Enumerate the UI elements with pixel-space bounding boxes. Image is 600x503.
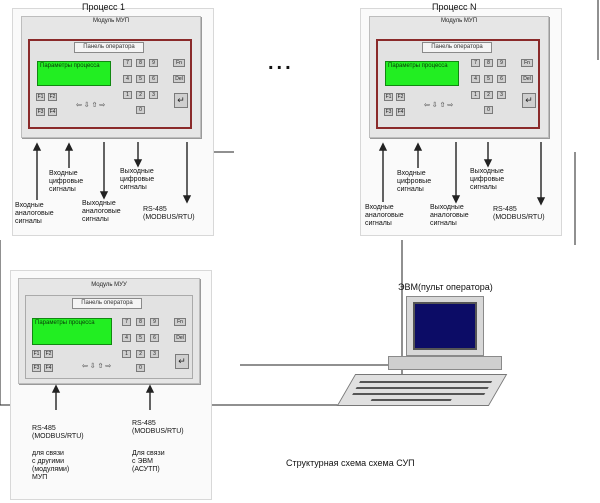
key-f2[interactable]: F2 xyxy=(396,93,405,101)
arrow-keys[interactable]: ⇦ ⇩ ⇧ ⇨ xyxy=(82,363,112,370)
key-f3[interactable]: F3 xyxy=(384,108,393,116)
p1-rs485-label: RS-485 (MODBUS/RTU) xyxy=(143,206,195,221)
key-6[interactable]: 6 xyxy=(497,75,506,83)
key-2[interactable]: 2 xyxy=(136,350,145,358)
pc-keyboard-icon xyxy=(336,374,508,406)
pc-label: ЭВМ(пульт оператора) xyxy=(398,282,493,292)
process-n-title: Процесс N xyxy=(432,2,477,12)
key-f4[interactable]: F4 xyxy=(44,364,53,372)
muy-link-right-label: Для связи с ЭВМ (АСУТП) xyxy=(132,450,165,473)
operator-panel: Панель оператора Параметры процесса 7 8 … xyxy=(376,39,540,129)
key-4[interactable]: 4 xyxy=(471,75,480,83)
key-2[interactable]: 2 xyxy=(484,91,493,99)
key-7[interactable]: 7 xyxy=(471,59,480,67)
key-0[interactable]: 0 xyxy=(136,106,145,114)
key-del[interactable]: Del xyxy=(173,75,185,83)
p1-analog-out-label: Выходные аналоговые сигналы xyxy=(82,200,121,223)
key-0[interactable]: 0 xyxy=(136,364,145,372)
key-5[interactable]: 5 xyxy=(484,75,493,83)
key-1[interactable]: 1 xyxy=(122,350,131,358)
enter-key[interactable]: ↵ xyxy=(175,354,189,369)
key-6[interactable]: 6 xyxy=(149,75,158,83)
key-6[interactable]: 6 xyxy=(150,334,159,342)
key-3[interactable]: 3 xyxy=(150,350,159,358)
pc-system-unit xyxy=(388,356,502,370)
key-8[interactable]: 8 xyxy=(484,59,493,67)
diagram-caption: Структурная схема схема СУП xyxy=(286,458,415,468)
process-parameters-screen: Параметры процесса xyxy=(385,61,459,86)
more-processes-ellipsis: ... xyxy=(268,52,294,74)
pn-digital-out-label: Выходные цифровые сигналы xyxy=(470,168,505,191)
key-f1[interactable]: F1 xyxy=(384,93,393,101)
pc-monitor xyxy=(406,296,484,356)
key-3[interactable]: 3 xyxy=(149,91,158,99)
pn-analog-in-label: Входные аналоговые сигналы xyxy=(365,204,404,227)
key-8[interactable]: 8 xyxy=(136,318,145,326)
pn-analog-out-label: Выходные аналоговые сигналы xyxy=(430,204,469,227)
process-1-mup-module: Модуль МУП Панель оператора Параметры пр… xyxy=(21,16,201,138)
key-1[interactable]: 1 xyxy=(123,91,132,99)
arrow-keys[interactable]: ⇦ ⇩ ⇧ ⇨ xyxy=(76,102,106,109)
key-3[interactable]: 3 xyxy=(497,91,506,99)
key-f3[interactable]: F3 xyxy=(36,108,45,116)
key-fn[interactable]: Fn xyxy=(174,318,186,326)
process-parameters-screen: Параметры процесса xyxy=(32,318,112,345)
key-5[interactable]: 5 xyxy=(136,334,145,342)
key-9[interactable]: 9 xyxy=(497,59,506,67)
module-label: Модуль МУП xyxy=(440,18,478,24)
key-0[interactable]: 0 xyxy=(484,106,493,114)
muy-rs485-right-label: RS-485 (MODBUS/RTU) xyxy=(132,420,184,435)
key-f3[interactable]: F3 xyxy=(32,364,41,372)
operator-panel: Панель оператора Параметры процесса 7 8 … xyxy=(25,295,193,379)
key-f1[interactable]: F1 xyxy=(36,93,45,101)
key-9[interactable]: 9 xyxy=(150,318,159,326)
pn-digital-in-label: Входные цифровые сигналы xyxy=(397,170,432,193)
key-4[interactable]: 4 xyxy=(123,75,132,83)
operator-panel: Панель оператора Параметры процесса 7 8 … xyxy=(28,39,192,129)
key-del[interactable]: Del xyxy=(521,75,533,83)
key-9[interactable]: 9 xyxy=(149,59,158,67)
muy-rs485-left-label: RS-485 (MODBUS/RTU) xyxy=(32,425,84,440)
operator-panel-button[interactable]: Панель оператора xyxy=(74,42,144,53)
key-4[interactable]: 4 xyxy=(122,334,131,342)
process-1-title: Процесс 1 xyxy=(82,2,126,12)
process-parameters-screen: Параметры процесса xyxy=(37,61,111,86)
module-label: Модуль МУП xyxy=(92,18,130,24)
key-7[interactable]: 7 xyxy=(123,59,132,67)
p1-analog-in-label: Входные аналоговые сигналы xyxy=(15,202,54,225)
arrow-keys[interactable]: ⇦ ⇩ ⇧ ⇨ xyxy=(424,102,454,109)
process-n-mup-module: Модуль МУП Панель оператора Параметры пр… xyxy=(369,16,549,138)
key-5[interactable]: 5 xyxy=(136,75,145,83)
key-1[interactable]: 1 xyxy=(471,91,480,99)
pc-screen xyxy=(413,302,477,350)
key-fn[interactable]: Fn xyxy=(521,59,533,67)
key-8[interactable]: 8 xyxy=(136,59,145,67)
p1-digital-in-label: Входные цифровые сигналы xyxy=(49,170,84,193)
operator-panel-button[interactable]: Панель оператора xyxy=(422,42,492,53)
key-f4[interactable]: F4 xyxy=(48,108,57,116)
enter-key[interactable]: ↵ xyxy=(174,93,188,108)
key-f2[interactable]: F2 xyxy=(48,93,57,101)
module-label: Модуль МУУ xyxy=(91,282,127,288)
muy-module: Модуль МУУ Панель оператора Параметры пр… xyxy=(18,278,200,384)
muy-link-left-label: для связи с другими (модулями) МУП xyxy=(32,450,70,481)
key-f1[interactable]: F1 xyxy=(32,350,41,358)
enter-key[interactable]: ↵ xyxy=(522,93,536,108)
key-fn[interactable]: Fn xyxy=(173,59,185,67)
key-2[interactable]: 2 xyxy=(136,91,145,99)
key-del[interactable]: Del xyxy=(174,334,186,342)
key-7[interactable]: 7 xyxy=(122,318,131,326)
pn-rs485-label: RS-485 (MODBUS/RTU) xyxy=(493,206,545,221)
p1-digital-out-label: Выходные цифровые сигналы xyxy=(120,168,155,191)
key-f4[interactable]: F4 xyxy=(396,108,405,116)
key-f2[interactable]: F2 xyxy=(44,350,53,358)
operator-panel-button[interactable]: Панель оператора xyxy=(72,298,142,309)
